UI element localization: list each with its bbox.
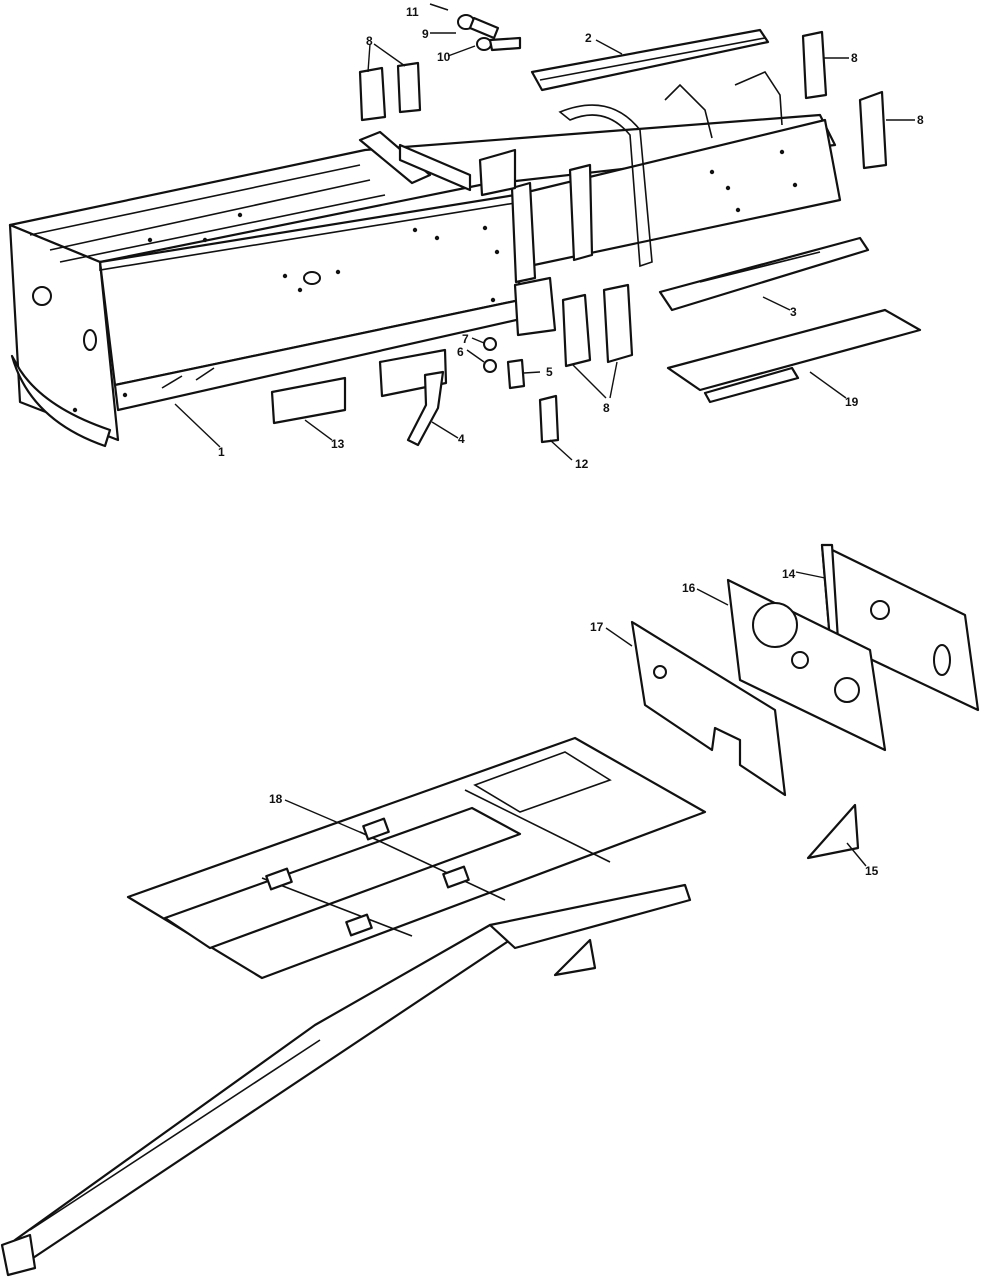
plates-cluster [630,543,980,860]
callout-14: 14 [782,567,796,581]
callout-12: 12 [575,457,589,471]
callout-8-top-right: 8 [851,51,858,65]
callout-8-right: 8 [917,113,924,127]
callout-15: 15 [865,864,879,878]
trailer-frame-part-18 [0,736,707,1277]
callout-3: 3 [790,305,797,319]
callout-8-top-left: 8 [366,34,373,48]
callout-11: 11 [406,5,419,19]
callout-7: 7 [462,332,469,346]
main-frame-part-1 [8,70,842,448]
leader-lines [174,32,915,867]
parts-top-cluster [270,3,922,447]
callout-16: 16 [682,581,696,595]
callout-10: 10 [437,50,451,64]
callout-18: 18 [269,792,283,806]
callout-9: 9 [422,27,429,41]
callout-labels: 1 2 3 4 5 6 7 8 8 8 8 9 10 11 12 13 14 1… [218,5,924,878]
callout-5: 5 [546,365,553,379]
callout-8-lower: 8 [603,401,610,415]
callout-17: 17 [590,620,604,634]
callout-4: 4 [458,432,465,446]
callout-6: 6 [457,345,464,359]
callout-13: 13 [331,437,345,451]
callout-1: 1 [218,445,225,459]
callout-2: 2 [585,31,592,45]
callout-19: 19 [845,395,859,409]
